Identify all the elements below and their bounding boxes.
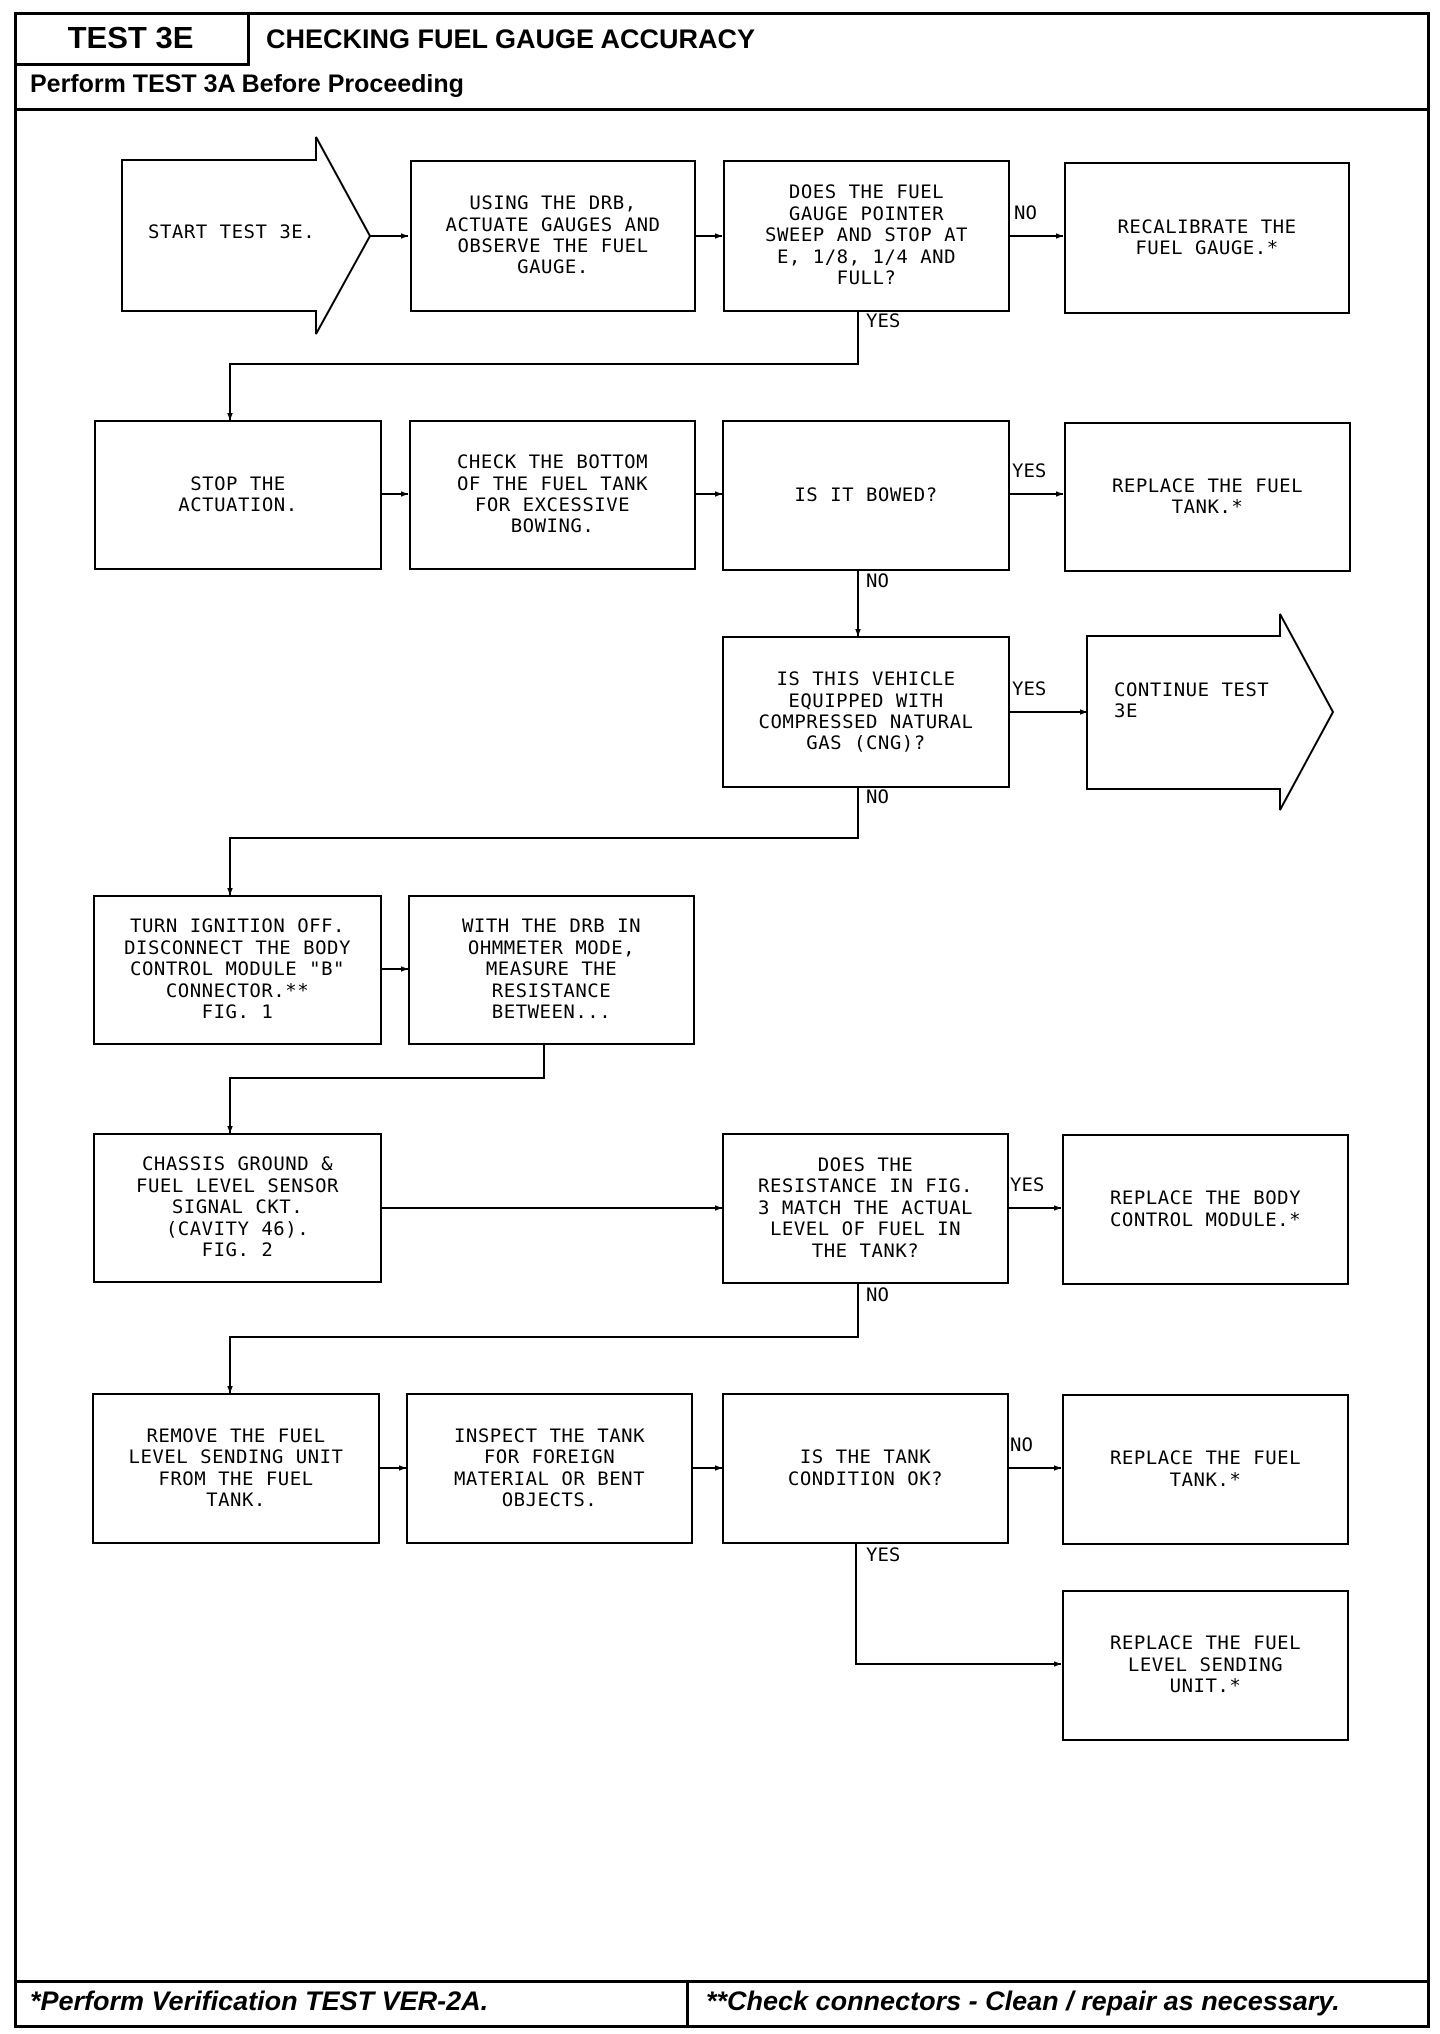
replace-bcm-step: REPLACE THE BODY CONTROL MODULE.* <box>1062 1134 1349 1285</box>
label-tank-yes: YES <box>866 1544 901 1566</box>
label-resist-yes: YES <box>1010 1174 1045 1196</box>
ohmmeter-measure-step: WITH THE DRB IN OHMMETER MODE, MEASURE T… <box>408 895 695 1045</box>
label-tank-no: NO <box>1010 1434 1033 1456</box>
arrow-tank-yes <box>855 1544 1061 1667</box>
ignition-off-step: TURN IGNITION OFF. DISCONNECT THE BODY C… <box>93 895 382 1045</box>
replace-sending-unit-step: REPLACE THE FUEL LEVEL SENDING UNIT.* <box>1062 1590 1349 1741</box>
cng-decision: IS THIS VEHICLE EQUIPPED WITH COMPRESSED… <box>722 636 1010 788</box>
footer-divider <box>14 1980 1430 1983</box>
arrow-resist-no <box>227 1284 859 1393</box>
check-tank-bottom-step: CHECK THE BOTTOM OF THE FUEL TANK FOR EX… <box>409 420 696 570</box>
label-bowed-yes: YES <box>1012 460 1047 482</box>
bowed-decision: IS IT BOWED? <box>722 420 1010 571</box>
arrow-ohm-to-chassis <box>227 1045 545 1133</box>
label-bowed-no: NO <box>866 570 889 592</box>
recalibrate-gauge-step: RECALIBRATE THE FUEL GAUGE.* <box>1064 162 1350 314</box>
start-arrow-shape <box>121 136 372 335</box>
footer-column-divider <box>686 1980 689 2028</box>
page-frame <box>14 12 1430 2028</box>
label-sweep-no: NO <box>1014 202 1037 224</box>
page-subtitle: Perform TEST 3A Before Proceeding <box>30 70 464 98</box>
resistance-decision: DOES THE RESISTANCE IN FIG. 3 MATCH THE … <box>722 1133 1009 1284</box>
tank-condition-decision: IS THE TANK CONDITION OK? <box>722 1393 1009 1544</box>
test-id: TEST 3E <box>14 12 250 66</box>
start-test-label: START TEST 3E. <box>148 221 316 243</box>
label-cng-yes: YES <box>1012 678 1047 700</box>
stop-actuation-step: STOP THE ACTUATION. <box>94 420 382 570</box>
header-divider <box>14 108 1430 111</box>
replace-fuel-tank-step-1: REPLACE THE FUEL TANK.* <box>1064 422 1351 572</box>
footer-verification-note: *Perform Verification TEST VER-2A. <box>30 1986 489 2016</box>
inspect-tank-step: INSPECT THE TANK FOR FOREIGN MATERIAL OR… <box>406 1393 693 1544</box>
chassis-ground-step: CHASSIS GROUND & FUEL LEVEL SENSOR SIGNA… <box>93 1133 382 1283</box>
arrow-sweep-yes <box>227 312 859 420</box>
remove-sending-unit-step: REMOVE THE FUEL LEVEL SENDING UNIT FROM … <box>92 1393 380 1544</box>
continue-test-label: CONTINUE TEST 3E <box>1114 679 1270 723</box>
replace-fuel-tank-step-2: REPLACE THE FUEL TANK.* <box>1062 1394 1349 1545</box>
continue-arrow-shape <box>1086 613 1335 811</box>
label-sweep-yes: YES <box>866 310 901 332</box>
label-resist-no: NO <box>866 1284 889 1306</box>
page-title: CHECKING FUEL GAUGE ACCURACY <box>266 24 756 54</box>
arrow-cng-no <box>227 788 859 895</box>
actuate-gauges-step: USING THE DRB, ACTUATE GAUGES AND OBSERV… <box>410 160 696 312</box>
sweep-decision: DOES THE FUEL GAUGE POINTER SWEEP AND ST… <box>723 160 1010 312</box>
footer-connector-note: **Check connectors - Clean / repair as n… <box>706 1986 1340 2016</box>
label-cng-no: NO <box>866 786 889 808</box>
